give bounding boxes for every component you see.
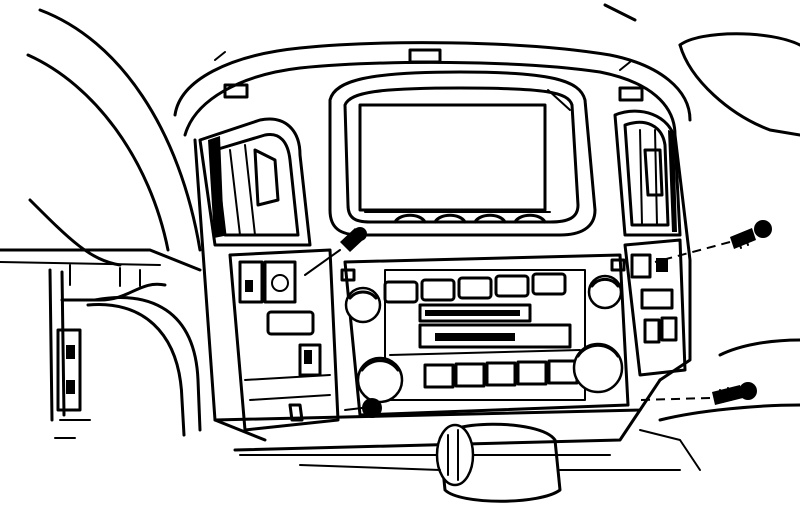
center-cluster-housing [173,3,692,456]
left-switch-panel [228,248,340,432]
left-lower-knob [356,356,404,404]
upper-left-screw-icon [304,227,367,276]
display-screen [358,103,547,212]
audio-climate-unit [343,253,630,417]
mounting-screws [304,220,772,418]
upper-right-screw-icon [730,220,772,249]
navigation-display-bezel [328,70,597,237]
right-door-panel [639,32,800,471]
shift-knob [299,422,681,503]
left-trim-bracket [48,264,202,439]
left-upper-knob [344,286,382,324]
lower-screw-guide [639,397,711,401]
right-air-vent [613,109,682,237]
control-knobs [340,258,626,404]
cassette-slot [425,310,520,316]
upper-screw-guide [654,241,731,263]
lower-right-screw-icon [712,382,757,405]
right-switch-panel [623,238,687,377]
right-upper-knob [587,274,623,310]
hazard-switch [238,260,264,304]
left-air-vent [198,117,312,247]
instrument-cluster-hood [0,8,202,272]
lower-left-screw-icon [344,398,382,418]
